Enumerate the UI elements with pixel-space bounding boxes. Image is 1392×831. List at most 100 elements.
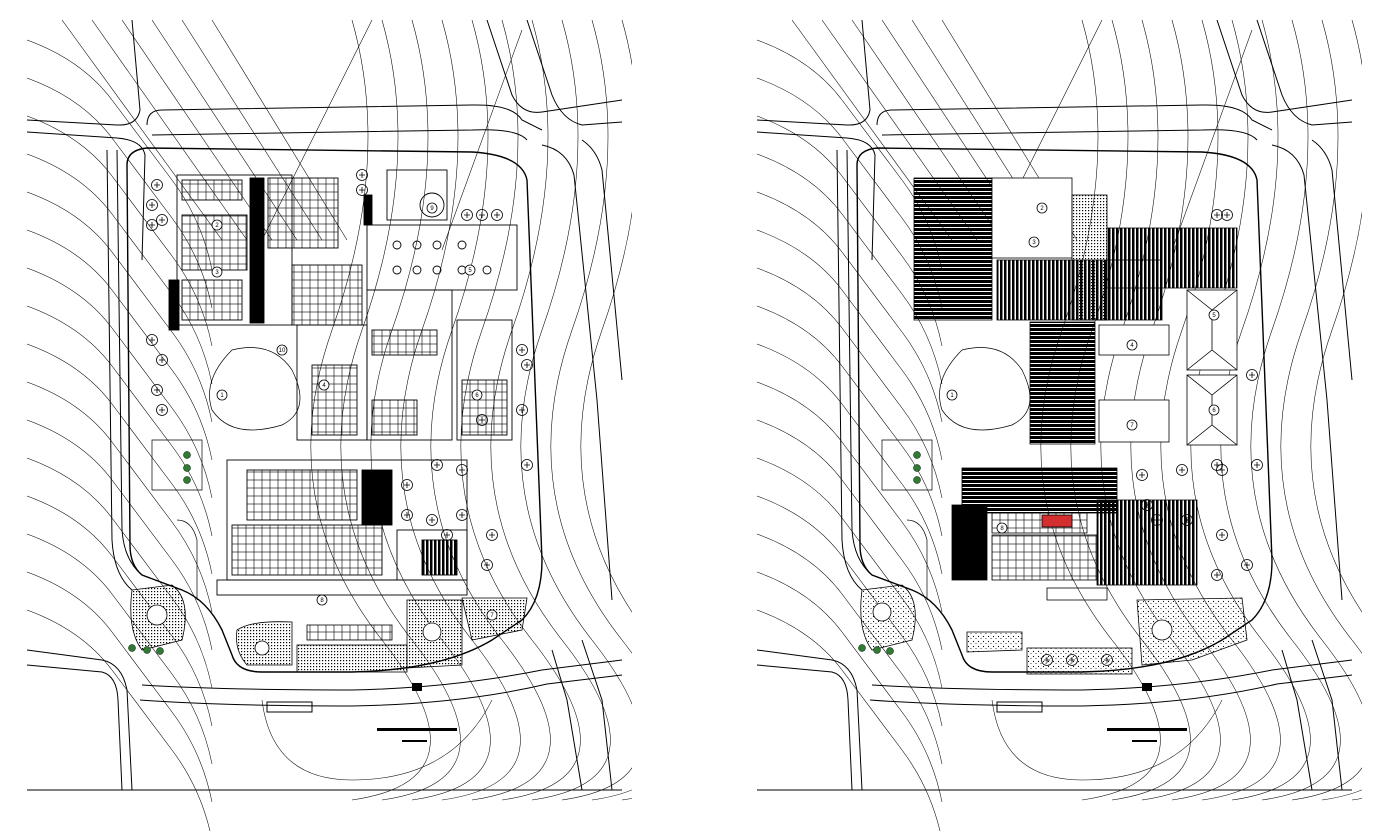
entry-canopy — [1046, 587, 1108, 601]
tree-canopy — [151, 384, 163, 396]
title-block — [996, 683, 1187, 742]
contour-line — [520, 19, 632, 801]
tree-center — [1139, 472, 1145, 478]
planter — [913, 476, 921, 484]
tree-canopy — [146, 199, 158, 211]
zone-marker-label: 6 — [475, 393, 479, 399]
zone-marker-label: 5 — [1212, 313, 1216, 319]
street-edge — [146, 104, 543, 131]
tree-center — [154, 387, 160, 393]
contour-line — [756, 609, 941, 831]
gate-left — [996, 701, 1043, 713]
roof-nw — [913, 177, 993, 321]
tree-canopy — [1176, 464, 1188, 476]
parking — [306, 624, 393, 641]
survey-line — [441, 29, 523, 251]
street-edge — [541, 144, 613, 601]
street-edge — [526, 19, 623, 126]
contour-line — [26, 419, 213, 651]
tree-canopy — [521, 459, 533, 471]
tree-canopy — [1251, 459, 1263, 471]
equipment — [457, 240, 467, 250]
south-core — [361, 469, 393, 526]
landscape — [130, 584, 528, 673]
zone-marker-label: 8 — [320, 598, 324, 604]
contour-line — [261, 699, 493, 781]
tree-center — [1219, 532, 1225, 538]
street-edge — [486, 19, 623, 113]
tree-center — [519, 407, 525, 413]
green-planters — [128, 451, 191, 655]
survey-line — [61, 19, 223, 241]
contour-line — [550, 19, 632, 801]
plaza — [939, 347, 1031, 431]
tree-center — [1184, 517, 1190, 523]
tree-center — [404, 512, 410, 518]
contour-line — [26, 571, 213, 803]
tree-center — [1244, 562, 1250, 568]
street-edge — [881, 129, 1258, 141]
tree-center — [1144, 502, 1150, 508]
tree-canopy — [476, 209, 488, 221]
street-edge — [1216, 19, 1353, 113]
street-edge — [1256, 19, 1353, 126]
south-colonnade — [216, 579, 468, 596]
contour-line — [26, 229, 213, 461]
walkway — [176, 519, 198, 600]
zone-marker-circle — [1126, 339, 1138, 351]
gate-left — [266, 701, 313, 713]
planter — [156, 647, 164, 655]
contour-line — [26, 609, 211, 831]
fountain-sw — [872, 602, 892, 622]
survey-line — [91, 19, 248, 241]
tree-center — [159, 407, 165, 413]
tree-canopy — [401, 509, 413, 521]
central-lab — [291, 264, 363, 326]
zone-marker-circle — [426, 202, 438, 214]
contour-line — [460, 19, 581, 801]
zone-marker-circle — [1208, 309, 1220, 321]
tree-canopy — [1141, 499, 1153, 511]
tree-canopy — [431, 459, 443, 471]
trees — [146, 169, 533, 571]
n-offices — [267, 177, 339, 249]
roof-hall — [1029, 321, 1096, 445]
tree-canopy — [456, 509, 468, 521]
zone-marker-circle — [276, 344, 288, 356]
tree-center — [494, 212, 500, 218]
tree-canopy — [156, 404, 168, 416]
planter — [913, 464, 921, 472]
tree-center — [434, 462, 440, 468]
green-planters — [858, 451, 921, 655]
plaza — [209, 347, 301, 431]
tree-center — [464, 212, 470, 218]
workshop — [366, 289, 453, 441]
street-edge — [756, 664, 853, 791]
tree-canopy — [356, 169, 368, 181]
zone-marker-label: 3 — [1032, 240, 1036, 246]
contour-line — [430, 19, 551, 801]
title-block — [266, 683, 457, 742]
street-edge — [581, 639, 613, 791]
street-edge — [141, 659, 623, 691]
equipment — [392, 240, 402, 250]
street-edge — [871, 659, 1353, 691]
gate-marker — [1142, 683, 1152, 691]
tree-center — [1044, 657, 1050, 663]
tree-canopy — [461, 209, 473, 221]
equipment — [482, 265, 492, 275]
tree-center — [1069, 657, 1075, 663]
contour-line — [580, 19, 632, 801]
contour-line — [756, 381, 943, 613]
street-edge — [139, 674, 623, 707]
equipment — [392, 265, 402, 275]
title-bar — [1107, 728, 1187, 731]
zone-marker-circle — [1028, 236, 1040, 248]
roof-south-core — [951, 504, 988, 581]
street-edge — [26, 19, 141, 126]
utility-wall — [363, 194, 373, 226]
contour-line — [26, 381, 213, 613]
